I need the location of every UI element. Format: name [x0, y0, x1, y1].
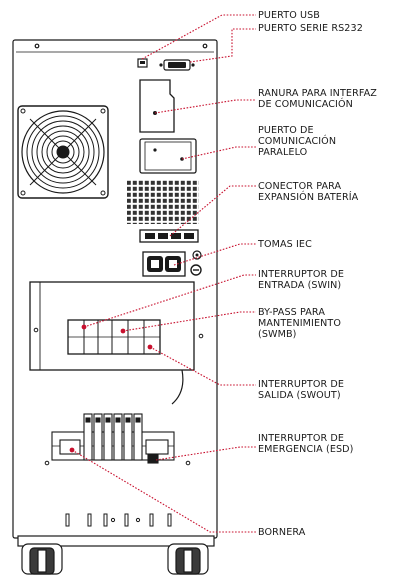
label-iec-sockets: TOMAS IEC — [258, 239, 312, 250]
caster-right — [167, 543, 209, 575]
mounting-holes — [44, 460, 191, 527]
fan-grille — [17, 105, 109, 199]
leader-swout — [149, 346, 256, 386]
label-line: MANTENIMIENTO — [258, 318, 342, 329]
label-esd: INTERRUPTOR DE EMERGENCIA (ESD) — [258, 433, 354, 455]
leader-parallel — [181, 146, 256, 160]
label-line: PUERTO DE — [258, 125, 314, 136]
leader-swin — [83, 274, 256, 328]
label-bornera: BORNERA — [258, 527, 305, 538]
label-line: RANURA PARA INTERFAZ — [258, 88, 377, 99]
label-line: (SWMB) — [258, 329, 297, 340]
label-line: PUERTO SERIE RS232 — [258, 23, 363, 34]
leader-lines — [71, 14, 256, 533]
label-line: INTERRUPTOR DE — [258, 269, 345, 280]
label-rs232-port: PUERTO SERIE RS232 — [258, 23, 363, 34]
leader-bornera — [71, 449, 256, 533]
leader-battery — [169, 185, 256, 237]
label-line: COMUNICACIÓN — [258, 136, 337, 147]
label-line: CONECTOR PARA — [258, 181, 342, 192]
parallel-communication-port — [139, 138, 197, 174]
label-line: ENTRADA (SWIN) — [258, 280, 342, 291]
label-communication-slot: RANURA PARA INTERFAZ DE COMUNICACIÓN — [258, 88, 377, 110]
cable — [171, 369, 184, 405]
leader-iec — [173, 243, 256, 266]
label-line: EXPANSIÓN BATERÍA — [258, 192, 359, 203]
label-line: DE COMUNICACIÓN — [258, 99, 353, 110]
label-line: EMERGENCIA (ESD) — [258, 444, 354, 455]
rs232-port — [159, 59, 195, 71]
battery-expansion-connector — [139, 229, 199, 243]
label-parallel-port: PUERTO DE COMUNICACIÓN PARALELO — [258, 125, 336, 158]
breaker-cover-panel — [29, 281, 204, 371]
communication-slot — [139, 79, 175, 133]
terminal-block — [51, 413, 175, 464]
label-line: PARALELO — [258, 147, 308, 158]
label-line: INTERRUPTOR DE — [258, 433, 345, 444]
label-line: BORNERA — [258, 527, 306, 538]
leader-swmb — [122, 311, 256, 332]
label-usb-port: PUERTO USB — [258, 10, 320, 21]
label-swmb: BY-PASS PARA MANTENIMIENTO (SWMB) — [258, 307, 341, 340]
usb-port — [137, 58, 148, 68]
label-line: TOMAS IEC — [258, 239, 312, 250]
label-battery-connector: CONECTOR PARA EXPANSIÓN BATERÍA — [258, 181, 358, 203]
leader-rs232 — [189, 28, 256, 63]
label-line: PUERTO USB — [258, 10, 320, 21]
ventilation-grid — [127, 180, 199, 224]
caster-left — [21, 543, 63, 575]
label-swin: INTERRUPTOR DE ENTRADA (SWIN) — [258, 269, 344, 291]
label-line: INTERRUPTOR DE — [258, 379, 345, 390]
label-swout: INTERRUPTOR DE SALIDA (SWOUT) — [258, 379, 344, 401]
label-line: SALIDA (SWOUT) — [258, 390, 341, 401]
label-line: BY-PASS PARA — [258, 307, 325, 318]
